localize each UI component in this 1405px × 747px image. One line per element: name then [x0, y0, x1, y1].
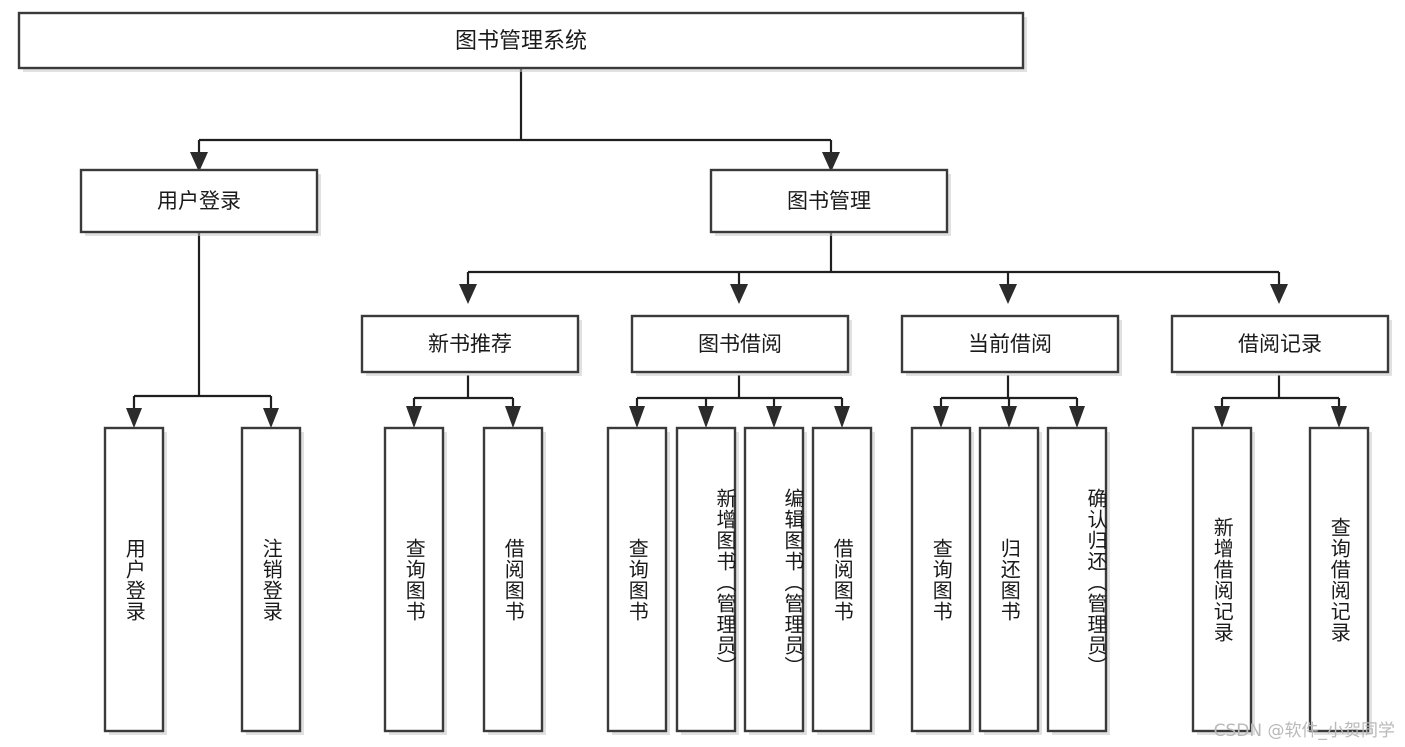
leaf-add-record-box[interactable] — [1191, 426, 1253, 733]
arrow-icon-leaf-query-book-3 — [933, 406, 949, 428]
book-borrow-node-label: 图书借阅 — [698, 332, 782, 356]
arrow-icon-borrow-record — [1270, 284, 1288, 304]
book-borrow-node-box[interactable] — [630, 314, 850, 374]
arrow-icon-leaf-add-book — [698, 406, 714, 428]
arrow-icon-leaf-logout-login — [263, 408, 279, 428]
current-borrow-node-box[interactable] — [900, 314, 1120, 374]
arrow-icon-leaf-user-login — [126, 408, 142, 428]
arrow-icon-leaf-confirm-return — [1069, 406, 1085, 428]
leaf-return-book-box[interactable] — [978, 426, 1040, 733]
leaf-borrow-book-1-box[interactable] — [482, 426, 544, 733]
arrow-icon-leaf-borrow-book-1 — [505, 406, 521, 428]
arrow-icon-leaf-query-book-2 — [629, 406, 645, 428]
borrow-record-node-label: 借阅记录 — [1238, 332, 1322, 356]
user-login-node-label: 用户登录 — [157, 189, 241, 213]
user-login-node-box[interactable] — [79, 168, 319, 234]
leaf-logout-login-box[interactable] — [240, 426, 302, 733]
new-book-rec-node-box[interactable] — [360, 314, 580, 374]
node-layer: 图书管理系统 用户登录 图书管理 新书推荐 图书借阅 当前借阅 借阅记录 — [17, 11, 1392, 735]
leaf-query-book-2-box[interactable] — [606, 426, 668, 733]
arrow-icon-current-borrow — [999, 284, 1017, 304]
leaf-query-record-box[interactable] — [1308, 426, 1370, 733]
arrow-icon-leaf-borrow-book-2 — [834, 406, 850, 428]
arrow-icon-leaf-return-book — [1001, 406, 1017, 428]
book-manage-node-box[interactable] — [709, 168, 949, 234]
book-manage-node-label: 图书管理 — [787, 189, 871, 213]
borrow-record-node-box[interactable] — [1170, 314, 1390, 374]
arrow-icon-new-book-rec — [459, 284, 477, 304]
arrow-icon-user-login — [190, 152, 208, 172]
arrow-icon-book-manage — [822, 152, 840, 172]
leaf-confirm-return-box[interactable] — [1046, 426, 1108, 733]
new-book-rec-node-label: 新书推荐 — [428, 332, 512, 356]
arrow-icon-leaf-edit-book — [766, 406, 782, 428]
arrow-icon-leaf-add-record — [1214, 406, 1230, 428]
leaf-borrow-book-2-box[interactable] — [811, 426, 873, 733]
arrowhead-layer — [126, 152, 1347, 428]
watermark-label: CSDN @软件_小贺同学 — [1213, 721, 1395, 741]
leaf-query-book-1-box[interactable] — [383, 426, 445, 733]
arrow-icon-leaf-query-record — [1331, 406, 1347, 428]
arrow-icon-book-borrow — [730, 284, 748, 304]
leaf-add-book-box[interactable] — [675, 426, 737, 733]
current-borrow-node-label: 当前借阅 — [968, 332, 1052, 356]
leaf-query-book-3-box[interactable] — [910, 426, 972, 733]
root-node-label: 图书管理系统 — [455, 29, 587, 54]
root-node-box[interactable] — [17, 11, 1025, 70]
leaf-edit-book-box[interactable] — [743, 426, 805, 733]
arrow-icon-leaf-query-book-1 — [406, 406, 422, 428]
leaf-user-login-box[interactable] — [103, 426, 165, 733]
